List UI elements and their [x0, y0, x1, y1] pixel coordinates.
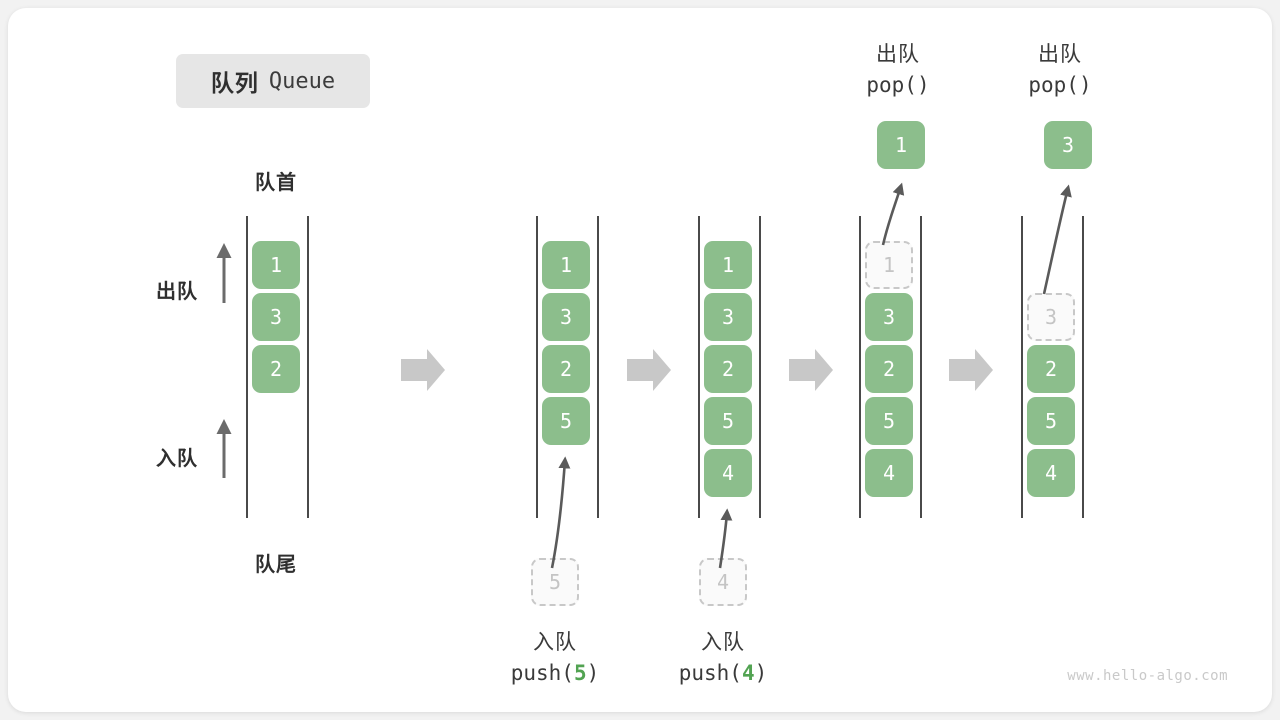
col3-rail-right	[759, 216, 761, 518]
op-pop2-label: 出队	[1038, 43, 1082, 66]
col5-cell-2: 4	[1027, 449, 1075, 497]
col5-rail-left	[1021, 216, 1023, 518]
op-caption-pop1: 出队 pop()	[798, 40, 998, 101]
label-tail: 队尾	[255, 554, 297, 576]
transition-arrow-2	[627, 349, 671, 391]
op-caption-pop2: 出队 pop()	[960, 40, 1160, 101]
col4-rail-right	[920, 216, 922, 518]
col2-cell-3: 5	[542, 397, 590, 445]
diagram-card: 队列 Queue 队首 队尾 出队 入队 1 3 2 1 3 2 5 5 入队 …	[8, 8, 1272, 712]
col4-rail-left	[859, 216, 861, 518]
col3-cell-4: 4	[704, 449, 752, 497]
col3-rail-left	[698, 216, 700, 518]
transition-arrow-1	[401, 349, 445, 391]
col5-cell-0: 2	[1027, 345, 1075, 393]
col2-cell-0: 1	[542, 241, 590, 289]
col1-rail-right	[307, 216, 309, 518]
op-push5-label: 入队	[533, 631, 577, 654]
col3-ghost-cell: 4	[699, 558, 747, 606]
col2-cell-2: 2	[542, 345, 590, 393]
transition-arrow-4	[949, 349, 993, 391]
col3-cell-1: 3	[704, 293, 752, 341]
pop2-curved-arrow	[1042, 184, 1072, 295]
col4-ghost-cell: 1	[865, 241, 913, 289]
label-head: 队首	[255, 172, 297, 194]
diagram-title-badge: 队列 Queue	[176, 54, 370, 108]
col4-cell-1: 2	[865, 345, 913, 393]
col3-cell-3: 5	[704, 397, 752, 445]
push5-curved-arrow	[550, 456, 571, 569]
col1-cell-0: 1	[252, 241, 300, 289]
op-caption-push5: 入队 push(5)	[455, 628, 655, 689]
col5-ghost-cell: 3	[1027, 293, 1075, 341]
col2-rail-left	[536, 216, 538, 518]
title-chinese: 队列	[210, 70, 259, 96]
col3-cell-0: 1	[704, 241, 752, 289]
col5-cell-1: 5	[1027, 397, 1075, 445]
title-english: Queue	[268, 68, 336, 94]
label-dequeue: 出队	[156, 281, 198, 303]
col4-cell-3: 4	[865, 449, 913, 497]
col4-cell-0: 3	[865, 293, 913, 341]
label-enqueue: 入队	[156, 448, 198, 470]
col5-popped-cell: 3	[1044, 121, 1092, 169]
transition-arrow-3	[789, 349, 833, 391]
col1-cell-1: 3	[252, 293, 300, 341]
col4-cell-2: 5	[865, 397, 913, 445]
col1-rail-left	[246, 216, 248, 518]
col5-rail-right	[1082, 216, 1084, 518]
col1-cell-2: 2	[252, 345, 300, 393]
col2-rail-right	[597, 216, 599, 518]
op-push5-code: push(5)	[510, 661, 600, 686]
op-push4-code: push(4)	[678, 661, 768, 686]
op-pop1-label: 出队	[876, 43, 920, 66]
site-watermark: www.hello-algo.com	[1067, 668, 1228, 684]
pop1-curved-arrow	[881, 182, 905, 246]
col2-cell-1: 3	[542, 293, 590, 341]
col3-cell-2: 2	[704, 345, 752, 393]
col4-popped-cell: 1	[877, 121, 925, 169]
arrows-overlay	[216, 182, 1072, 569]
op-caption-push4: 入队 push(4)	[623, 628, 823, 689]
op-push4-label: 入队	[701, 631, 745, 654]
col2-ghost-cell: 5	[531, 558, 579, 606]
op-pop2-code: pop()	[1028, 73, 1092, 98]
op-pop1-code: pop()	[866, 73, 930, 98]
